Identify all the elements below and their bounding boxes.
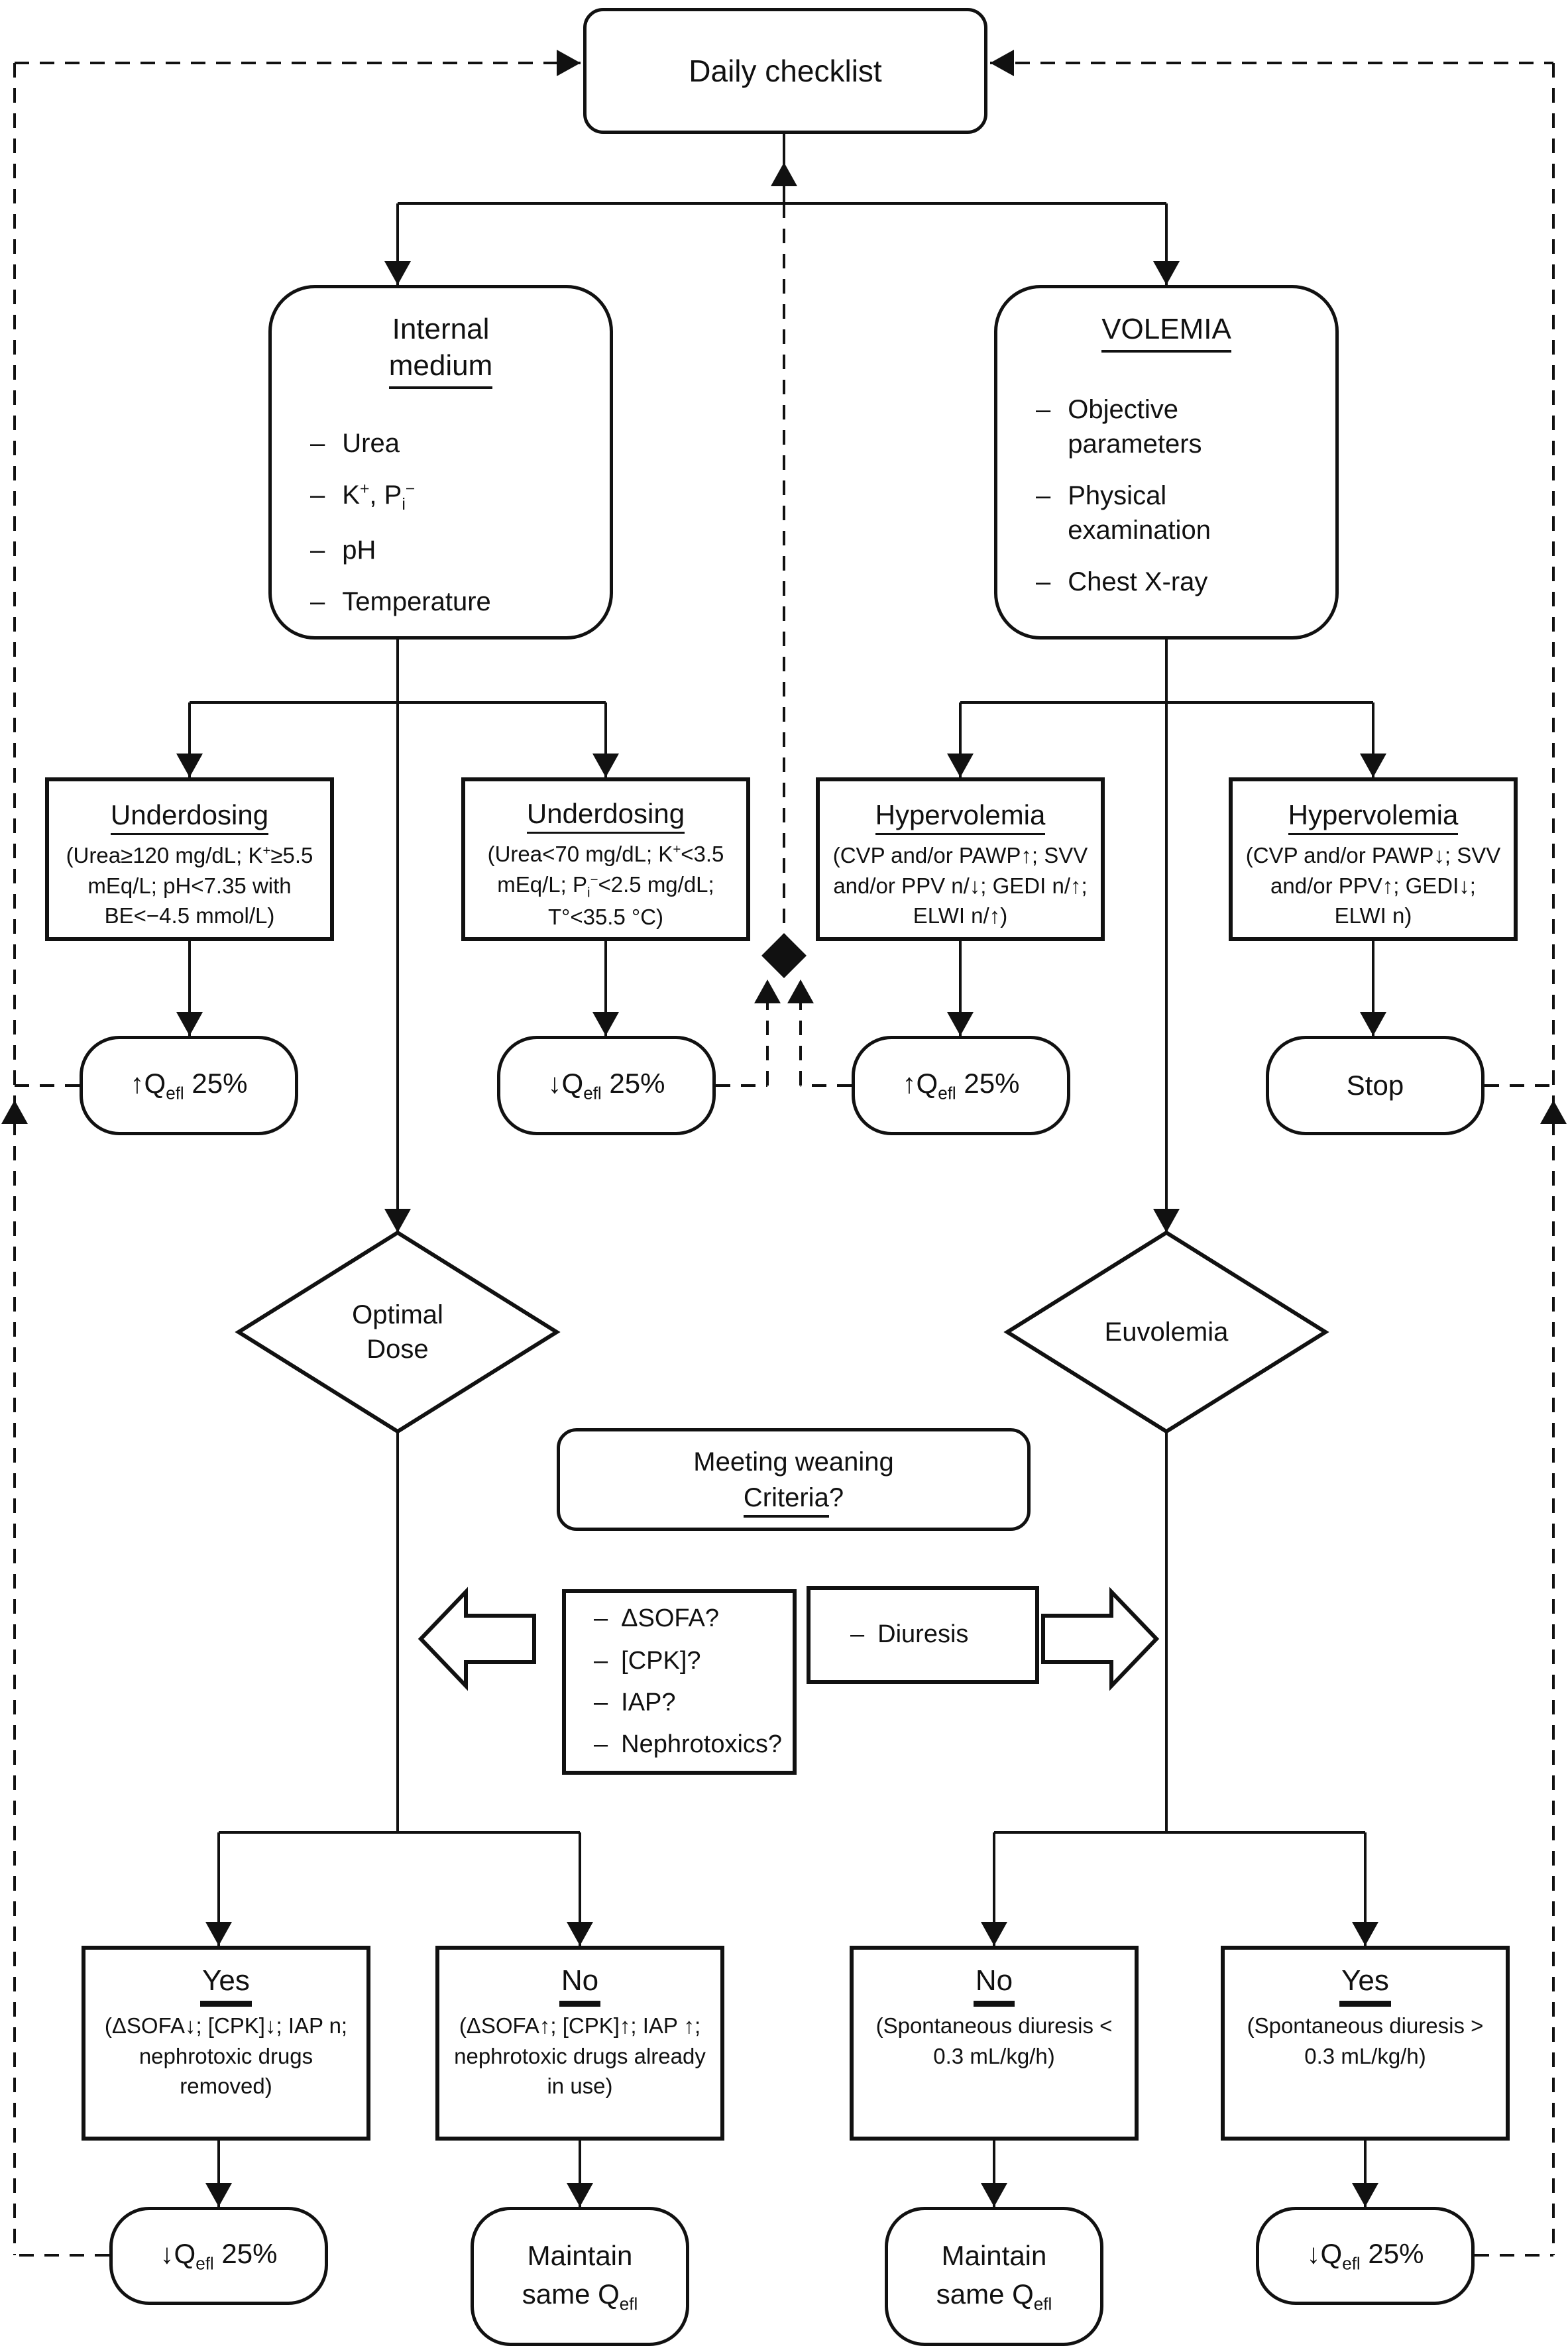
internal-medium-title: Internal medium <box>388 311 493 389</box>
hypervolemia-right-box: Hypervolemia (CVP and/or PAWP↓; SVV and/… <box>1229 777 1518 941</box>
optimal-dose-diamond-shape <box>235 1230 561 1434</box>
optimal-dose-label: Optimal Dose <box>352 1300 443 1364</box>
junction-diamond-icon <box>761 933 807 978</box>
internal-medium-items: – Urea – K+, Pi− – pH – Temperature <box>272 406 610 636</box>
outcome-right-no-box: No (Spontaneous diuresis < 0.3 mL/kg/h) <box>850 1946 1139 2141</box>
outcome-left-yes-box: Yes (ΔSOFA↓; [CPK]↓; IAP n; nephrotoxic … <box>82 1946 370 2141</box>
increase-qefl-pill-2: ↑Qefl 25% <box>852 1036 1070 1135</box>
block-arrow-left-icon <box>418 1587 536 1691</box>
bottom-decrease-qefl-pill-2: ↓Qefl 25% <box>1256 2207 1475 2305</box>
list-item: – Temperature <box>310 587 491 617</box>
outcome-body: (ΔSOFA↑; [CPK]↑; IAP ↑; nephrotoxic drug… <box>454 2013 706 2099</box>
volemia-items: – Objective parameters – Physical examin… <box>997 372 1335 616</box>
list-item: – pH <box>310 535 376 565</box>
euvolemia-label: Euvolemia <box>1104 1317 1229 1347</box>
weaning-criteria-box: Meeting weaning Criteria? <box>557 1428 1031 1531</box>
underdosing-high-box: Underdosing (Urea≥120 mg/dL; K+≥5.5 mEq/… <box>45 777 334 941</box>
diuresis-box: – Diuresis <box>807 1586 1039 1684</box>
volemia-box: VOLEMIA – Objective parameters – Physica… <box>994 285 1339 640</box>
hypervolemia-body: (CVP and/or PAWP↑; SVV and/or PPV n/↓; G… <box>832 843 1088 928</box>
outcome-title: Yes <box>200 1964 252 2007</box>
hypervolemia-right-body: (CVP and/or PAWP↓; SVV and/or PPV↑; GEDI… <box>1245 843 1501 928</box>
bottom-decrease-qefl-pill: ↓Qefl 25% <box>109 2207 328 2305</box>
outcome-body: (ΔSOFA↓; [CPK]↓; IAP n; nephrotoxic drug… <box>104 2013 348 2099</box>
outcome-title: Yes <box>1339 1964 1391 2007</box>
underdosing-low-body: (Urea<70 mg/dL; K+<3.5 mEq/L; Pi−<2.5 mg… <box>487 842 724 930</box>
list-item: – Urea <box>310 429 400 458</box>
outcome-title: No <box>973 1964 1015 2007</box>
weaning-criteria-text: Meeting weaning Criteria? <box>693 1444 894 1518</box>
list-item: – Physical examination <box>1036 481 1211 545</box>
volemia-title: VOLEMIA <box>1101 311 1231 353</box>
list-item: – K+, Pi− <box>310 480 416 514</box>
internal-medium-box: Internal medium – Urea – K+, Pi− – pH – … <box>268 285 613 640</box>
list-item: – Objective parameters <box>1036 395 1202 459</box>
outcome-left-no-box: No (ΔSOFA↑; [CPK]↑; IAP ↑; nephrotoxic d… <box>435 1946 724 2141</box>
list-item: – ΔSOFA? <box>594 1604 720 1633</box>
underdosing-low-title: Underdosing <box>526 798 685 834</box>
increase-qefl-pill: ↑Qefl 25% <box>80 1036 298 1135</box>
list-item: – [CPK]? <box>594 1646 701 1675</box>
arrowheads <box>1 50 1567 2207</box>
list-item: – Chest X-ray <box>1036 567 1208 596</box>
decrease-qefl-pill: ↓Qefl 25% <box>497 1036 716 1135</box>
outcome-right-yes-box: Yes (Spontaneous diuresis > 0.3 mL/kg/h) <box>1221 1946 1510 2141</box>
list-item: – Diuresis <box>850 1620 969 1649</box>
maintain-qefl-pill: Maintain same Qefl <box>471 2207 689 2346</box>
daily-checklist-box: Daily checklist <box>583 8 987 134</box>
outcome-title: No <box>559 1964 601 2007</box>
weaning-params-box: – ΔSOFA? – [CPK]? – IAP? – Nephrotoxics? <box>562 1589 797 1775</box>
underdosing-high-body: (Urea≥120 mg/dL; K+≥5.5 mEq/L; pH<7.35 w… <box>66 843 313 928</box>
maintain-qefl-pill-2: Maintain same Qefl <box>885 2207 1103 2346</box>
stop-pill: Stop <box>1266 1036 1484 1135</box>
underdosing-high-title: Underdosing <box>110 799 269 836</box>
euvolemia-diamond-shape <box>1003 1230 1329 1434</box>
hypervolemia-box: Hypervolemia (CVP and/or PAWP↑; SVV and/… <box>816 777 1105 941</box>
outcome-body: (Spontaneous diuresis < 0.3 mL/kg/h) <box>875 2013 1113 2068</box>
daily-checklist-label: Daily checklist <box>689 54 882 88</box>
hypervolemia-title: Hypervolemia <box>875 799 1046 836</box>
underdosing-low-box: Underdosing (Urea<70 mg/dL; K+<3.5 mEq/L… <box>461 777 750 941</box>
outcome-body: (Spontaneous diuresis > 0.3 mL/kg/h) <box>1247 2013 1484 2068</box>
list-item: – IAP? <box>594 1689 676 1717</box>
hypervolemia-right-title: Hypervolemia <box>1288 799 1459 836</box>
list-item: – Nephrotoxics? <box>594 1730 783 1759</box>
block-arrow-right-icon <box>1041 1587 1160 1691</box>
